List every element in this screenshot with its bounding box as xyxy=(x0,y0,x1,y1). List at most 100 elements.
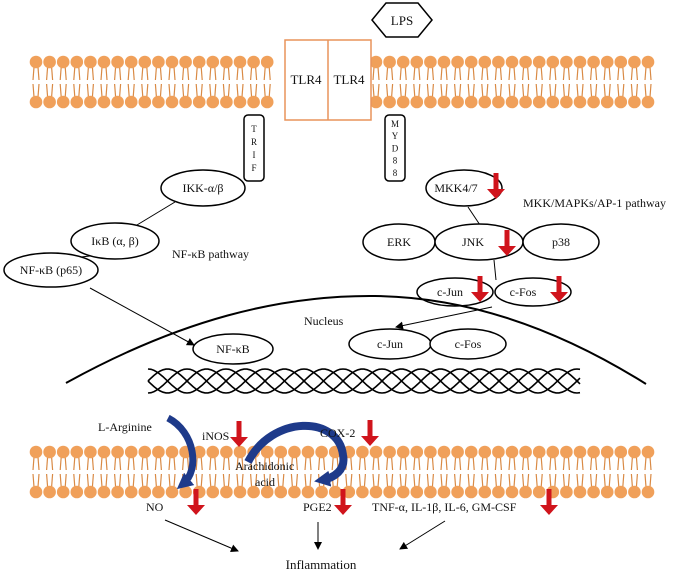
lipid-tail xyxy=(540,83,543,98)
lipid-tail xyxy=(413,473,416,488)
lipid-head xyxy=(505,445,519,459)
dna-strand xyxy=(147,368,581,394)
lipid-tail xyxy=(404,66,407,81)
tlr4-left-label: TLR4 xyxy=(290,72,322,87)
lipid-tail xyxy=(146,66,149,81)
lipid-head xyxy=(220,95,233,109)
lipid-tail xyxy=(499,456,502,471)
lipid-tail xyxy=(236,66,239,81)
lipid-tail xyxy=(132,473,135,488)
lipid-tail xyxy=(549,83,552,98)
lipid-tail xyxy=(404,473,407,488)
lipid-tail xyxy=(617,83,620,98)
lipid-tail xyxy=(603,66,606,81)
lipid-tail xyxy=(32,456,35,471)
lipid-tail xyxy=(200,473,203,488)
lipid-head xyxy=(600,95,614,109)
lipid-tail xyxy=(372,66,375,81)
lipid-tail xyxy=(132,83,135,98)
lipid-head xyxy=(396,95,410,109)
lipid-tail xyxy=(59,83,62,98)
lipid-tail xyxy=(467,66,470,81)
lipid-tail xyxy=(78,456,81,471)
downregulation-arrows xyxy=(187,173,568,515)
inflammation-label: Inflammation xyxy=(286,557,357,571)
lipid-head xyxy=(179,55,192,69)
lipid-tail xyxy=(617,473,620,488)
lipid-tail xyxy=(603,473,606,488)
lipid-tail xyxy=(222,456,225,471)
nfkb-pathway-label: NF-κB pathway xyxy=(172,247,249,261)
lipid-tail xyxy=(522,473,525,488)
lipid-head xyxy=(600,445,614,459)
lipid-tail xyxy=(431,473,434,488)
lipid-head xyxy=(614,95,628,109)
ikk-ikb-link xyxy=(131,201,176,229)
lipid-tail xyxy=(481,456,484,471)
lipid-head xyxy=(233,445,247,459)
lipid-head xyxy=(560,95,573,109)
lipid-head xyxy=(165,55,179,69)
lipid-tail xyxy=(472,66,475,81)
lipid-tail xyxy=(418,66,421,81)
lipid-tail xyxy=(499,83,502,98)
lipid-tail xyxy=(46,66,49,81)
lipid-head xyxy=(138,95,152,109)
lipid-head xyxy=(451,445,464,459)
lipid-tail xyxy=(222,66,225,81)
lipid-tail xyxy=(358,456,361,471)
lipid-tail xyxy=(358,473,361,488)
lipid-head xyxy=(220,485,233,499)
lipid-tail xyxy=(290,456,293,471)
lipid-tail xyxy=(590,83,593,98)
lipid-tail xyxy=(440,83,443,98)
lipid-tail xyxy=(418,456,421,471)
lipid-head xyxy=(233,95,247,109)
lipid-tail xyxy=(377,83,380,98)
lipid-tail xyxy=(508,456,511,471)
lipid-head xyxy=(587,445,600,459)
lipid-tail xyxy=(399,456,402,471)
lipid-head xyxy=(43,445,56,459)
lipid-tail xyxy=(100,473,103,488)
red-down-arrow xyxy=(487,173,505,199)
lipid-head xyxy=(356,485,369,499)
lipid-tail xyxy=(386,456,389,471)
lipid-tail xyxy=(617,66,620,81)
lipid-tail xyxy=(119,456,122,471)
ikk-node xyxy=(160,169,246,207)
lipid-tail xyxy=(227,83,230,98)
lipid-tail xyxy=(304,473,307,488)
lipid-tail xyxy=(622,473,625,488)
lipid-tail xyxy=(649,66,652,81)
lipid-tail xyxy=(214,456,217,471)
lipid-tail xyxy=(100,66,103,81)
lipid-tail xyxy=(200,83,203,98)
lipid-head xyxy=(247,485,260,499)
cytokines-inflammation-arrow xyxy=(399,520,446,550)
lipid-tail xyxy=(236,473,239,488)
lipid-tail xyxy=(64,473,67,488)
lipid-tail xyxy=(440,456,443,471)
lipid-head xyxy=(424,485,437,499)
lipid-head xyxy=(233,485,247,499)
lipid-tail xyxy=(132,66,135,81)
lipid-head xyxy=(247,95,260,109)
lipid-head xyxy=(260,445,274,459)
lipid-tail xyxy=(391,473,394,488)
lipid-tail xyxy=(494,456,497,471)
lipid-tail xyxy=(309,473,312,488)
lipid-tail xyxy=(649,456,652,471)
lipid-tail xyxy=(535,473,538,488)
erk-label: ERK xyxy=(387,235,411,249)
lipid-tail xyxy=(37,66,40,81)
lipid-head xyxy=(152,485,165,499)
mkk47-node xyxy=(425,169,503,207)
cytokines-label: TNF-α, IL-1β, IL-6, GM-CSF xyxy=(372,500,517,514)
lipid-tail xyxy=(418,473,421,488)
lipid-tail xyxy=(431,83,434,98)
mapk-pathway-label: MKK/MAPKs/AP-1 pathway xyxy=(523,196,666,210)
lipid-head xyxy=(29,485,43,499)
lipid-head xyxy=(165,485,179,499)
